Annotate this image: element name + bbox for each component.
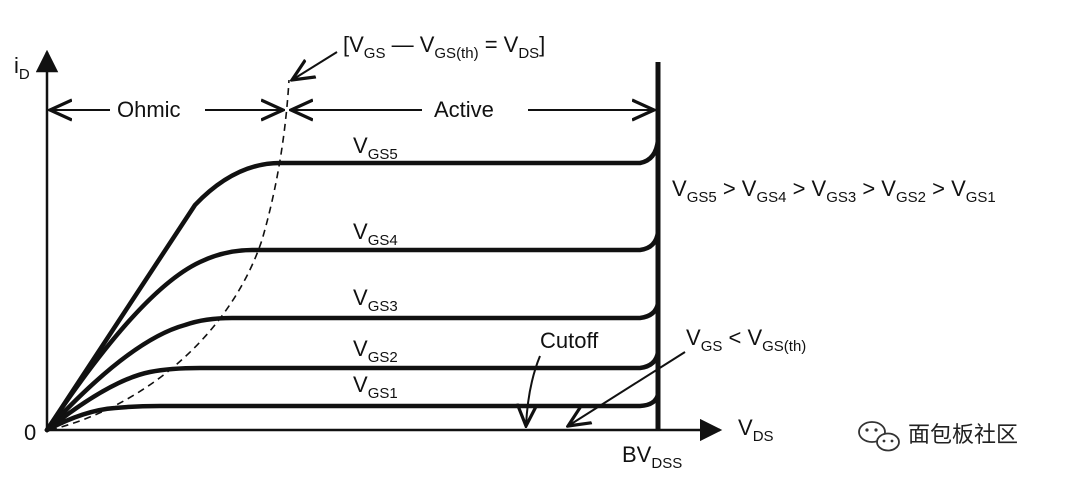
curve-vgs5 [44, 137, 661, 433]
x-axis-label: VDS [738, 415, 774, 445]
saturation-boundary-dashed [49, 79, 290, 431]
curve-label-vgs2: VGS2 [353, 336, 398, 366]
curve-vgs3 [44, 300, 661, 433]
active-label: Active [434, 97, 494, 122]
curve-label-vgs1: VGS1 [353, 372, 398, 402]
boundary-equation: [VGS — VGS(th) = VDS] [343, 32, 545, 62]
cutoff-arrow [526, 355, 541, 426]
breakdown-label: BVDSS [622, 442, 682, 472]
vgs-ordering-label: VGS5 > VGS4 > VGS3 > VGS2 > VGS1 [672, 176, 996, 206]
curve-label-vgs3: VGS3 [353, 285, 398, 315]
curve-label-vgs4: VGS4 [353, 219, 398, 249]
cutoff-condition-label: VGS < VGS(th) [686, 325, 806, 355]
origin-label: 0 [24, 420, 36, 445]
curve-vgs4 [44, 229, 661, 433]
cutoff-condition-arrow [568, 351, 686, 426]
curve-label-vgs5: VGS5 [353, 133, 398, 163]
y-axis-label: iD [14, 53, 30, 83]
curve-vgs2 [44, 349, 661, 433]
watermark-text: 面包板社区 [908, 423, 1018, 448]
wechat-bubble-icon [858, 421, 900, 452]
curve-vgs1 [44, 391, 661, 433]
cutoff-label: Cutoff [540, 328, 599, 353]
ohmic-label: Ohmic [117, 97, 181, 122]
boundary-pointer-arrow [292, 51, 338, 80]
